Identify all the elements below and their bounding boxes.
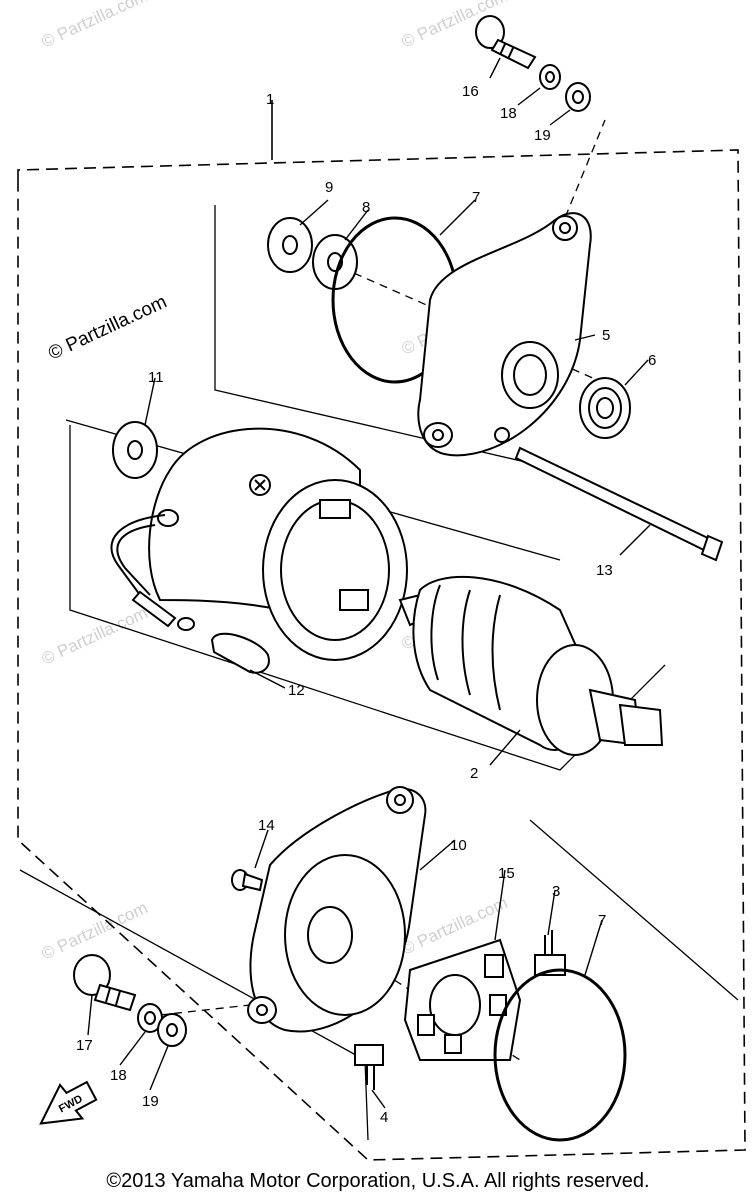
screw-14 bbox=[231, 869, 264, 892]
part-labels: 1 16 18 19 9 8 7 5 6 11 13 12 2 14 10 15… bbox=[76, 83, 656, 1126]
front-cover-10 bbox=[247, 786, 427, 1033]
washers-9-8 bbox=[267, 217, 358, 290]
label-leaders bbox=[87, 57, 651, 1109]
part-label-17: 17 bbox=[76, 1037, 93, 1054]
armature-2 bbox=[398, 575, 664, 756]
assembly-boundary bbox=[17, 100, 746, 1161]
part-label-5: 5 bbox=[602, 327, 610, 344]
bolt-17 bbox=[73, 954, 137, 1012]
yoke-housing bbox=[148, 427, 408, 661]
watermark-text: © Partzilla.com bbox=[39, 0, 151, 52]
part-label-12: 12 bbox=[288, 682, 305, 699]
end-cover-5 bbox=[417, 212, 592, 457]
cap-12 bbox=[210, 632, 270, 674]
part-label-19-bottom: 19 bbox=[142, 1093, 159, 1110]
bearing-6 bbox=[579, 377, 631, 439]
part-label-19: 19 bbox=[534, 127, 551, 144]
part-label-3: 3 bbox=[552, 883, 560, 900]
washer-11 bbox=[112, 421, 158, 479]
part-label-8: 8 bbox=[362, 199, 370, 216]
part-label-6: 6 bbox=[648, 352, 656, 369]
brush-4 bbox=[354, 1044, 384, 1090]
part-label-18-bottom: 18 bbox=[110, 1067, 127, 1084]
part-label-7: 7 bbox=[472, 189, 480, 206]
part-label-11: 11 bbox=[148, 369, 164, 386]
part-label-7-bottom: 7 bbox=[598, 912, 606, 929]
brush-plate-15 bbox=[403, 938, 522, 1061]
part-label-15: 15 bbox=[498, 865, 515, 882]
part-label-13: 13 bbox=[596, 562, 613, 579]
watermark-text: © Partzilla.com bbox=[39, 603, 151, 669]
watermark-text: © Partzilla.com bbox=[39, 898, 151, 964]
part-label-4: 4 bbox=[380, 1109, 388, 1126]
wire-lead bbox=[110, 514, 195, 631]
watermark-main: © Partzilla.com bbox=[45, 291, 170, 364]
part-label-2: 2 bbox=[470, 765, 478, 782]
part-label-9: 9 bbox=[325, 179, 333, 196]
part-label-18: 18 bbox=[500, 105, 517, 122]
assembly-label: 1 bbox=[266, 91, 274, 108]
part-label-14: 14 bbox=[258, 817, 275, 834]
bolt-16 bbox=[475, 15, 537, 70]
part-label-16: 16 bbox=[462, 83, 479, 100]
o-ring-7-bottom bbox=[493, 968, 627, 1142]
fwd-arrow: FWD bbox=[39, 1080, 98, 1125]
through-bolt-13 bbox=[514, 446, 724, 562]
brush-3 bbox=[534, 930, 566, 976]
washers-top bbox=[539, 64, 591, 112]
washers-bottom bbox=[137, 1003, 187, 1047]
part-label-10: 10 bbox=[450, 837, 467, 854]
copyright-notice: ©2013 Yamaha Motor Corporation, U.S.A. A… bbox=[106, 1170, 650, 1192]
